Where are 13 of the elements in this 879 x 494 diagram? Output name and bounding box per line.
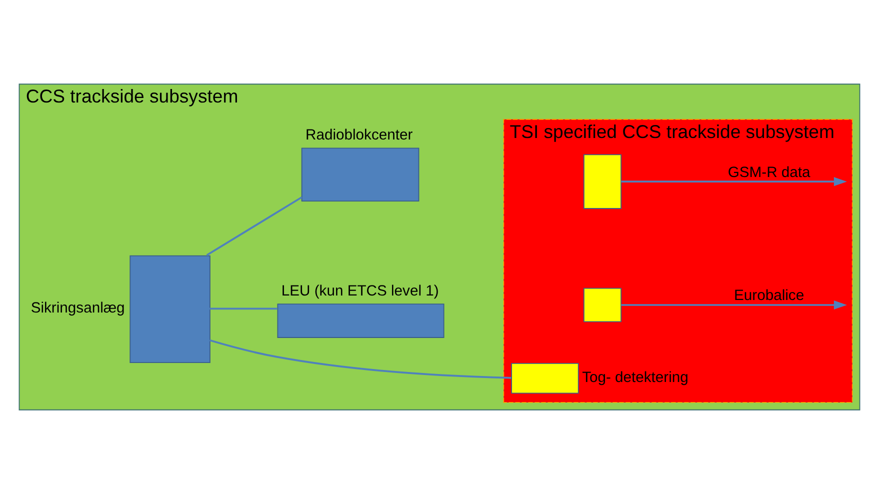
arrow <box>621 177 847 186</box>
node-label: Radioblokcenter <box>306 128 413 144</box>
node-box <box>583 288 622 322</box>
node-box <box>583 154 622 209</box>
connector <box>206 196 302 256</box>
node-label: Sikringsanlæg <box>30 300 125 317</box>
edge-label: GSM-R data <box>728 164 810 181</box>
node-label: LEU (kun ETCS level 1) <box>281 284 439 300</box>
connector <box>209 339 512 379</box>
arrow <box>621 300 847 310</box>
node-label: Tog- detektering <box>582 370 688 386</box>
connector <box>210 308 278 310</box>
edge-label: Eurobalice <box>734 288 804 304</box>
